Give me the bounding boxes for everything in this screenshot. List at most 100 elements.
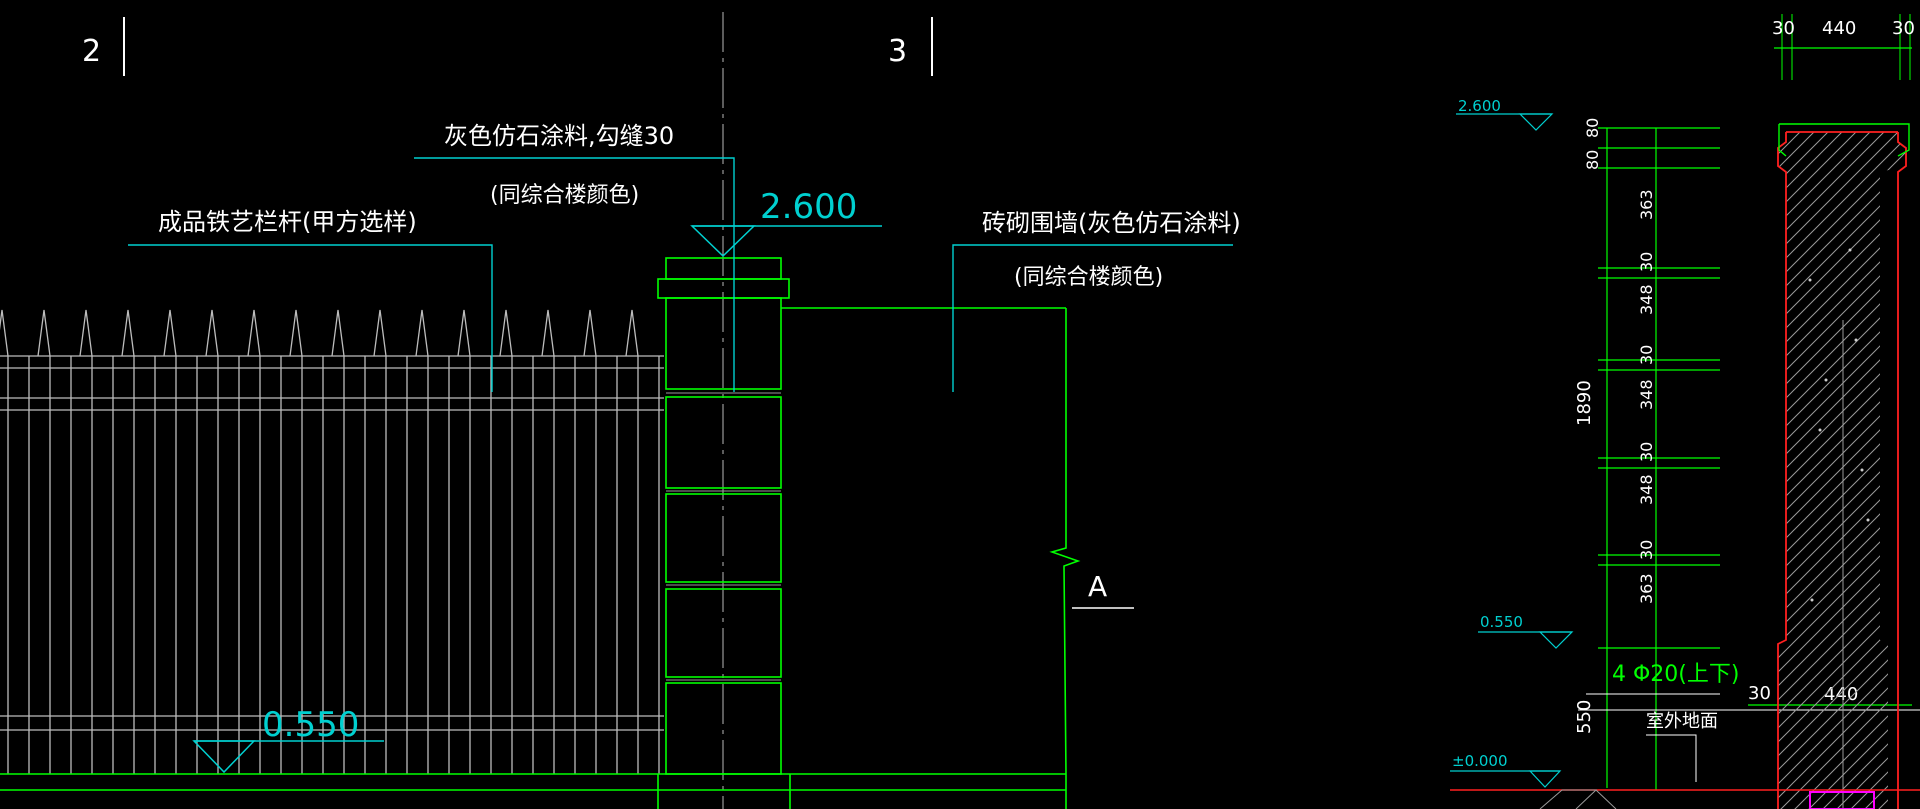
note-railing: 成品铁艺栏杆(甲方选样) — [128, 208, 493, 392]
section-level-mid: 0.550 — [1478, 613, 1574, 649]
section-a-label: A — [1088, 570, 1107, 603]
railing-spike — [331, 309, 345, 357]
note-wall-leader — [952, 244, 1233, 392]
railing-spike — [163, 309, 177, 357]
level-top-value: 2.600 — [760, 187, 857, 227]
note-coating: 灰色仿石涂料,勾缝30 (同综合楼颜色) — [414, 122, 735, 392]
section-level-mid-value: 0.550 — [1480, 613, 1523, 631]
dim-value: 363 — [1637, 573, 1656, 604]
railing-balusters — [7, 356, 660, 774]
dim-value: 363 — [1637, 189, 1656, 220]
rebar-dot — [1860, 468, 1864, 472]
ground-hatch — [1539, 789, 1617, 809]
axis-3-label: 3 — [888, 34, 907, 69]
rebar-dot — [1808, 278, 1812, 282]
railing-spike — [205, 309, 219, 357]
rebar-dot — [1854, 338, 1858, 342]
dim-value: 80 — [1583, 118, 1602, 138]
axis-marker-3: 3 — [888, 17, 933, 76]
dim-total-height: 1890 — [1574, 380, 1595, 426]
axis-2-label: 2 — [82, 34, 101, 69]
railing-spike — [247, 309, 261, 357]
ground-base — [0, 773, 1067, 809]
rebar-note: 4 Φ20(上下) — [1612, 662, 1739, 687]
section-level-mid-triangle — [1538, 631, 1574, 649]
railing-spike — [499, 309, 513, 357]
dim-value: 30 — [1637, 442, 1656, 462]
rebar-dot — [1824, 378, 1828, 382]
dim-value: 348 — [1637, 379, 1656, 410]
level-mark-top: 2.600 — [690, 187, 882, 258]
level-top-triangle — [690, 225, 756, 258]
ground-label-leader — [1646, 734, 1697, 782]
rebar-dots — [1808, 248, 1870, 602]
note-wall-line1: 砖砌围墙(灰色仿石涂料) — [982, 209, 1241, 237]
pillar-block-4 — [665, 588, 782, 678]
level-bottom-triangle — [192, 740, 256, 774]
wall-break-line — [1049, 308, 1081, 775]
railing-spike — [415, 309, 429, 357]
section-level-zero-value: ±0.000 — [1452, 752, 1508, 770]
dim-value: 348 — [1637, 284, 1656, 315]
dim-ticks — [1598, 127, 1720, 649]
note-coating-line2: (同综合楼颜色) — [490, 183, 639, 208]
dim-value: 348 — [1637, 474, 1656, 505]
level-mark-bottom: 0.550 — [192, 705, 384, 774]
railing-spike — [541, 309, 555, 357]
section-level-zero: ±0.000 — [1450, 752, 1562, 788]
brick-wall[interactable] — [781, 307, 1081, 775]
footing-marker — [1809, 791, 1875, 809]
wall-section-cap — [1778, 123, 1910, 157]
dim-value: 30 — [1637, 345, 1656, 365]
wall-section-hatch — [1778, 132, 1906, 809]
level-bottom-value: 0.550 — [262, 705, 359, 745]
wall-section-body — [1450, 123, 1920, 809]
railing-spikes — [0, 309, 639, 357]
top-dim-30-left: 30 — [1772, 18, 1795, 39]
brick-pillar[interactable] — [657, 257, 790, 775]
note-railing-leader — [128, 244, 493, 392]
railing-spike — [583, 309, 597, 357]
top-dim-440: 440 — [1822, 18, 1856, 39]
ground-label: 室外地面 — [1646, 711, 1718, 732]
dimension-chain — [1598, 127, 1720, 790]
railing-spike — [625, 309, 639, 357]
note-wall-line2: (同综合楼颜色) — [1014, 265, 1163, 290]
note-coating-leader — [414, 157, 735, 392]
axis-marker-2: 2 — [82, 17, 125, 76]
railing-spike — [457, 309, 471, 357]
rebar-dot — [1818, 428, 1822, 432]
rebar-dot — [1810, 598, 1814, 602]
section-detail[interactable]: 2.600 0.550 ±0.000 80 80 363 30 348 30 348 30 34… — [1450, 14, 1920, 809]
note-coating-line1: 灰色仿石涂料,勾缝30 — [444, 122, 674, 150]
dim-labels: 80 80 363 30 348 30 348 30 348 30 363 — [1583, 118, 1656, 604]
rebar-dot — [1866, 518, 1870, 522]
section-level-zero-triangle — [1528, 770, 1562, 788]
section-level-top-value: 2.600 — [1458, 97, 1501, 115]
pillar-block-1 — [665, 297, 782, 390]
iron-railing[interactable] — [0, 309, 664, 774]
top-width-dims: 30 440 30 — [1772, 14, 1915, 80]
mid-dim-30: 30 — [1748, 683, 1771, 704]
pillar-block-2 — [665, 396, 782, 489]
dim-value: 30 — [1637, 252, 1656, 272]
section-marker-a[interactable]: A — [1072, 570, 1134, 609]
wall-section-outline — [1777, 131, 1907, 809]
pillar-block-5 — [665, 682, 782, 775]
railing-spike — [121, 309, 135, 357]
dim-value: 80 — [1583, 150, 1602, 170]
railing-spike — [0, 309, 9, 357]
railing-spike — [79, 309, 93, 357]
dim-value: 30 — [1637, 540, 1656, 560]
pillar-block-3 — [665, 493, 782, 583]
rebar-dot — [1848, 248, 1852, 252]
railing-spike — [373, 309, 387, 357]
dim-base-height: 550 — [1574, 700, 1595, 734]
section-level-top-triangle — [1518, 113, 1554, 131]
railing-spike — [289, 309, 303, 357]
section-level-top: 2.600 — [1456, 97, 1554, 131]
top-dim-30-right: 30 — [1892, 18, 1915, 39]
railing-spike — [37, 309, 51, 357]
note-railing-text: 成品铁艺栏杆(甲方选样) — [158, 208, 417, 236]
